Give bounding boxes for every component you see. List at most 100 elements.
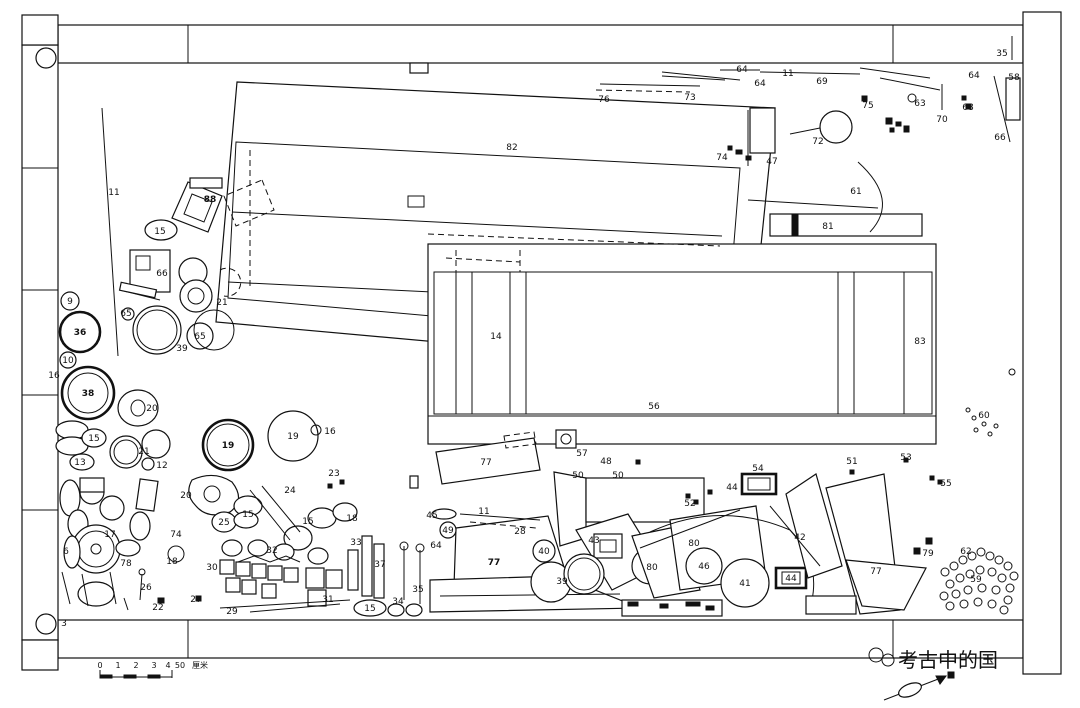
watermark-text: 考古中的国 bbox=[898, 648, 998, 672]
corner-post-bottom bbox=[35, 613, 57, 635]
label-21: 21 bbox=[216, 298, 227, 308]
item-15-a bbox=[144, 219, 178, 241]
label-74-b: 74 bbox=[170, 530, 182, 540]
label-12: 12 bbox=[156, 461, 167, 471]
bottom-left-corner-items bbox=[59, 477, 185, 611]
label-18-b: 18 bbox=[166, 557, 178, 567]
label-78: 78 bbox=[120, 559, 132, 569]
label-81: 81 bbox=[822, 222, 833, 232]
label-58: 58 bbox=[1008, 73, 1020, 83]
chamber-walls bbox=[21, 11, 1062, 675]
mirror-72 bbox=[819, 110, 853, 144]
label-41: 41 bbox=[739, 579, 750, 589]
item-49 bbox=[439, 521, 457, 539]
label-17: 17 bbox=[104, 530, 115, 540]
left-wall-bottom-block bbox=[21, 639, 59, 671]
label-22: 22 bbox=[152, 603, 163, 613]
label-35: 35 bbox=[996, 49, 1007, 59]
label-77-c: 77 bbox=[870, 567, 881, 577]
item-15-e bbox=[353, 599, 387, 617]
label-72: 72 bbox=[812, 137, 823, 147]
label-15-e: 15 bbox=[364, 604, 375, 614]
label-37: 37 bbox=[374, 560, 385, 570]
label-80-b: 80 bbox=[646, 563, 658, 573]
label-33: 33 bbox=[350, 538, 361, 548]
label-64: 64 bbox=[736, 65, 748, 75]
label-59: 59 bbox=[970, 575, 982, 585]
label-70: 70 bbox=[936, 115, 948, 125]
north-arrow bbox=[883, 671, 955, 701]
label-44-a: 44 bbox=[726, 483, 738, 493]
label-14: 14 bbox=[490, 332, 502, 342]
item-20-a bbox=[117, 389, 159, 427]
disc-41 bbox=[720, 558, 770, 608]
label-25: 25 bbox=[218, 518, 229, 528]
vessel-38 bbox=[60, 365, 116, 421]
label-30: 30 bbox=[206, 563, 218, 573]
label-65-b: 65 bbox=[194, 332, 205, 342]
label-63: 63 bbox=[914, 99, 925, 109]
label-83: 83 bbox=[914, 337, 925, 347]
label-38: 38 bbox=[82, 389, 95, 399]
item-40 bbox=[532, 539, 556, 563]
label-60: 60 bbox=[978, 411, 990, 421]
label-88: 88 bbox=[204, 195, 217, 205]
box-88 bbox=[171, 177, 223, 233]
disc-19-a bbox=[201, 418, 255, 472]
item-9 bbox=[60, 291, 80, 311]
box-44-a bbox=[740, 472, 778, 496]
label-18: 18 bbox=[346, 514, 358, 524]
item-65 bbox=[186, 322, 214, 350]
label-16: 16 bbox=[48, 371, 60, 381]
label-50: 50 bbox=[572, 471, 584, 481]
label-54: 54 bbox=[752, 464, 764, 474]
label-35-b: 35 bbox=[412, 585, 423, 595]
label-73: 73 bbox=[684, 93, 695, 103]
label-26: 26 bbox=[140, 583, 152, 593]
label-66-b: 66 bbox=[994, 133, 1006, 143]
label-29: 29 bbox=[226, 607, 238, 617]
label-9: 9 bbox=[67, 297, 73, 307]
scale-unit: 厘米 bbox=[192, 660, 208, 670]
plank-81 bbox=[769, 213, 923, 237]
label-23: 23 bbox=[328, 469, 339, 479]
left-wall bbox=[21, 44, 59, 641]
label-13: 13 bbox=[74, 458, 85, 468]
label-49: 49 bbox=[442, 526, 454, 536]
label-27: 27 bbox=[190, 595, 201, 605]
label-45: 45 bbox=[426, 511, 437, 521]
scale-tick-50: 50 bbox=[175, 661, 185, 670]
left-wall-top-block bbox=[21, 14, 59, 46]
label-51: 51 bbox=[846, 457, 857, 467]
item-10 bbox=[59, 351, 77, 369]
label-15-b: 15 bbox=[88, 434, 99, 444]
label-15-a: 15 bbox=[154, 227, 165, 237]
label-76: 76 bbox=[598, 95, 610, 105]
label-53: 53 bbox=[900, 453, 911, 463]
small-finds-top-right bbox=[727, 95, 972, 161]
curved-item-61 bbox=[857, 161, 883, 233]
label-69: 69 bbox=[816, 77, 828, 87]
label-28: 28 bbox=[514, 527, 526, 537]
label-74: 74 bbox=[716, 153, 728, 163]
label-46: 46 bbox=[698, 562, 710, 572]
label-20-b: 20 bbox=[180, 491, 192, 501]
label-44-b: 44 bbox=[785, 574, 797, 584]
label-36: 36 bbox=[74, 328, 87, 338]
label-39-b: 39 bbox=[556, 577, 568, 587]
scale-tick-0: 0 bbox=[97, 661, 102, 670]
label-61: 61 bbox=[850, 187, 861, 197]
label-47: 47 bbox=[766, 157, 777, 167]
label-32: 32 bbox=[266, 546, 277, 556]
label-6: 6 bbox=[63, 547, 69, 557]
label-66: 66 bbox=[156, 269, 168, 279]
vessel-36 bbox=[58, 310, 102, 354]
label-11: 11 bbox=[782, 69, 793, 79]
label-43: 43 bbox=[588, 536, 599, 546]
label-77-a: 77 bbox=[480, 458, 491, 468]
label-68: 68 bbox=[962, 103, 974, 113]
label-11-b: 11 bbox=[108, 188, 119, 198]
coffin-82-dashed-outline bbox=[223, 179, 275, 227]
label-21-b: 21 bbox=[138, 447, 149, 457]
